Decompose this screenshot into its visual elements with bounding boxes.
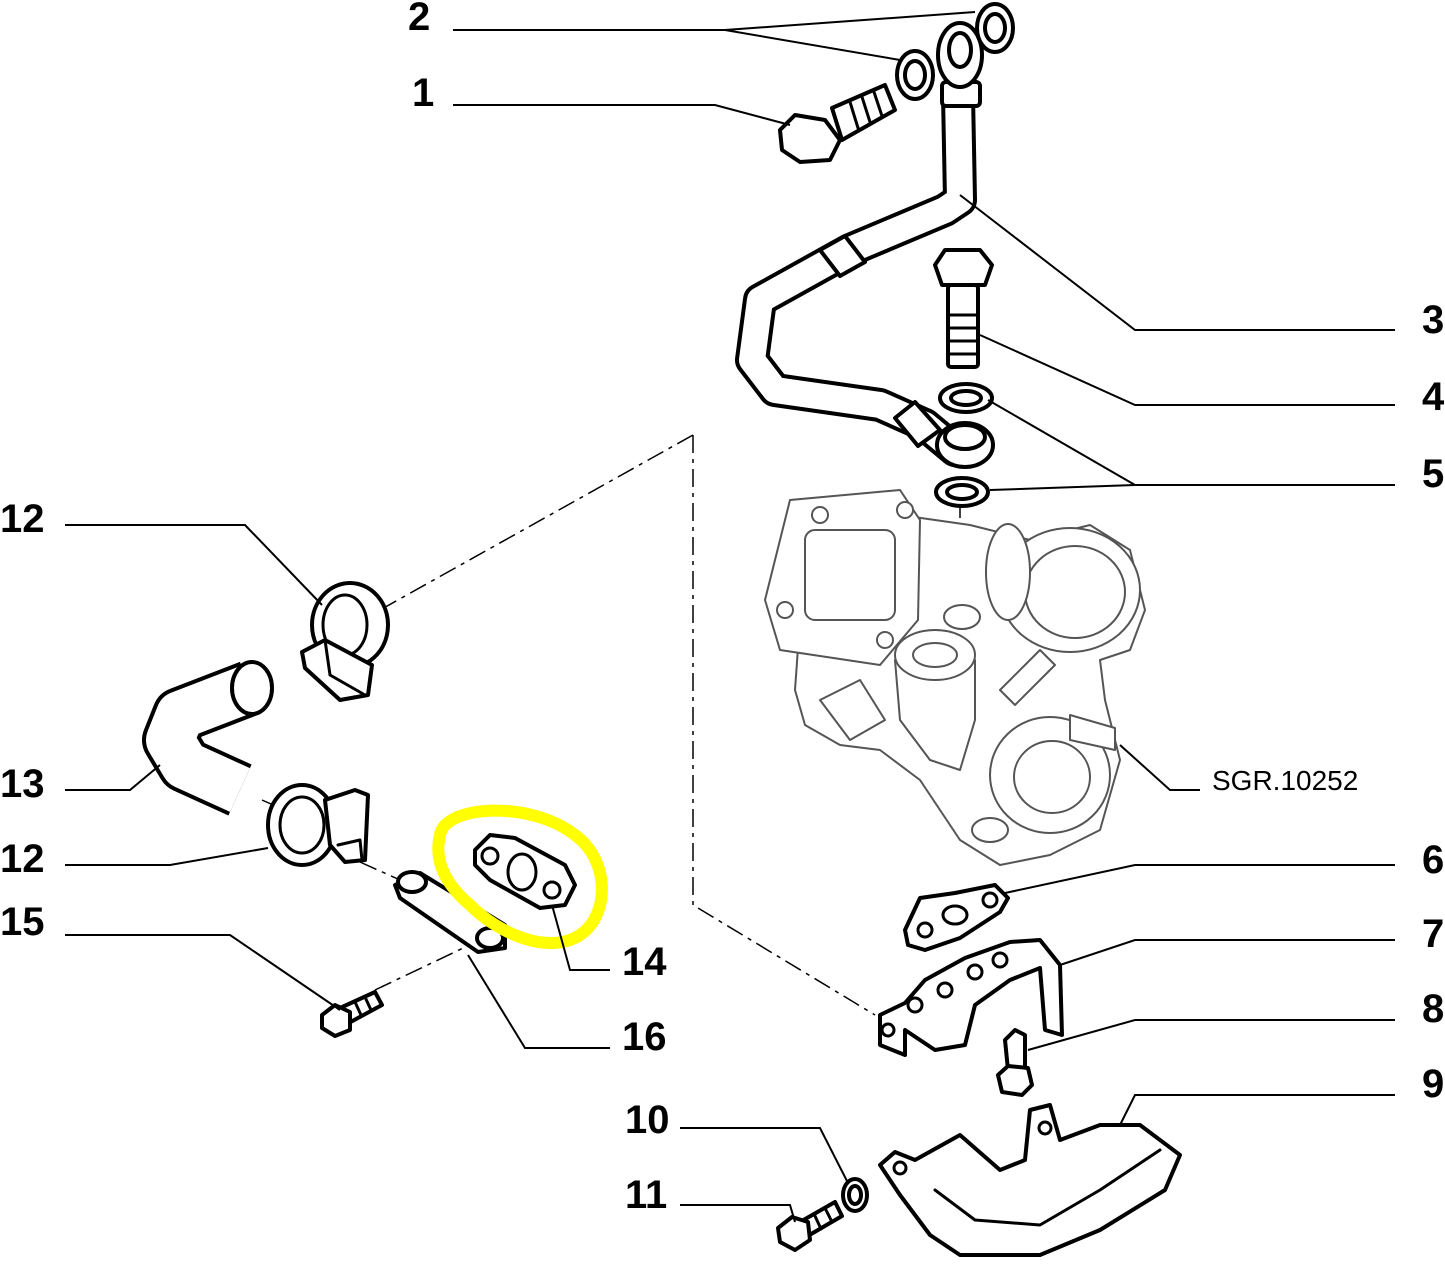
banjo-bolt-1 [778,83,897,164]
callout-12-upper: 12 [0,497,45,541]
callout-2: 2 [408,0,430,39]
bolt-11 [776,1200,844,1252]
callout-8: 8 [1422,987,1444,1031]
callout-7: 7 [1422,912,1444,956]
heat-shield-9 [878,1103,1182,1257]
oil-feed-pipe [735,21,995,469]
leader-lines [65,11,1395,1223]
sealing-washers-5 [934,382,994,508]
hose-clamp-lower [266,783,370,867]
elbow-hose [142,660,274,816]
hose-clamp-upper [300,581,390,702]
callout-13: 13 [0,762,45,806]
gasket-14 [473,833,577,910]
callout-10: 10 [625,1098,670,1142]
callout-11: 11 [625,1173,667,1217]
gasket-highlight-ring [432,804,608,949]
callout-labels: 2 1 3 4 5 6 7 8 9 10 11 12 13 12 15 14 1… [0,0,1445,1217]
callout-15: 15 [0,900,45,944]
callout-4: 4 [1422,375,1445,419]
callout-14: 14 [622,940,667,984]
callout-3: 3 [1422,298,1444,342]
callout-12-lower: 12 [0,837,45,881]
turbocharger-outline [764,489,1146,866]
callout-5: 5 [1422,452,1444,496]
bolt-8 [996,1028,1034,1097]
callout-1: 1 [412,71,434,115]
callout-16: 16 [622,1015,667,1059]
banjo-bolt-4 [933,248,994,369]
mounting-bracket-7 [878,938,1064,1057]
washer-10 [841,1177,869,1213]
callout-9: 9 [1422,1062,1444,1106]
reference-code: SGR.10252 [1212,765,1358,796]
bolt-15 [320,990,384,1038]
washer-pair-2 [895,2,1015,101]
gasket-6 [903,883,1010,952]
callout-6: 6 [1422,838,1444,882]
